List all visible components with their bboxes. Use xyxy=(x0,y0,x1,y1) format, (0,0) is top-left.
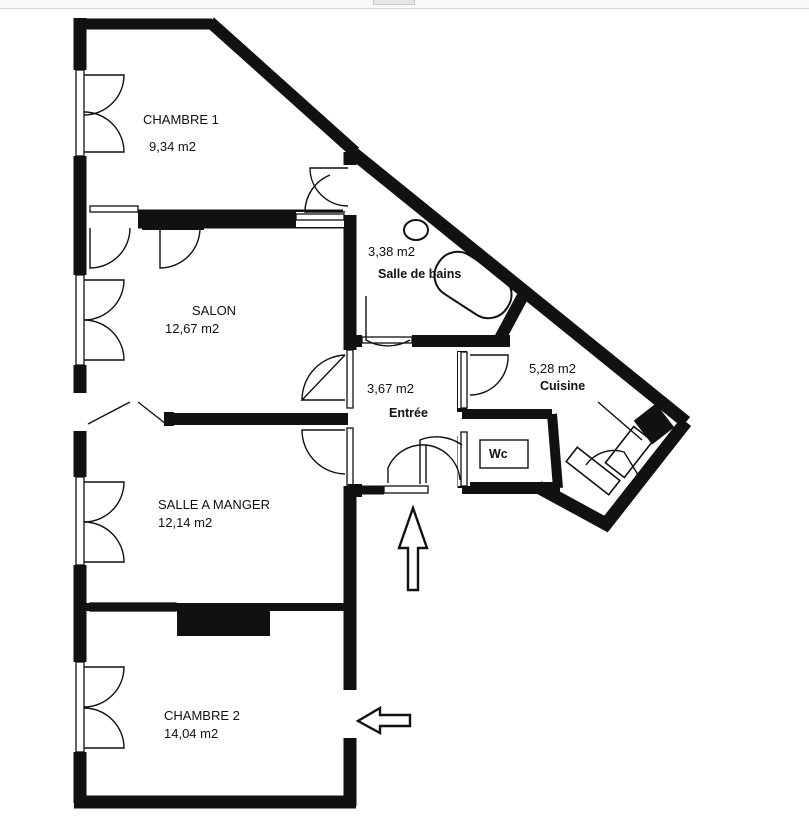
door-frame-c1 xyxy=(295,213,345,221)
outer-wall-diagonal-lower xyxy=(347,146,691,428)
washbasin xyxy=(403,219,429,241)
outer-wall-kitchen-tip xyxy=(534,417,692,533)
door-gap-cuisine xyxy=(458,352,470,408)
room-area-salon: 12,67 m2 xyxy=(165,321,220,336)
kitchen-diagonal-line xyxy=(597,401,643,441)
room-name-chambre1: CHAMBRE 1 xyxy=(143,112,219,127)
opening-salon-sam xyxy=(72,393,89,431)
door-swing-sam-w1 xyxy=(83,481,125,523)
door-gap-c1-salon xyxy=(90,203,138,236)
door-swing-c2-w2 xyxy=(83,707,125,749)
door-swing-c1-small xyxy=(304,174,345,213)
room-name-cuisine: Cuisine xyxy=(540,379,586,393)
room-area-chambre1: 9,34 m2 xyxy=(149,139,196,154)
wall-wc-right xyxy=(547,413,563,489)
window-top-bar xyxy=(0,0,809,9)
chimney-chambre2 xyxy=(177,606,270,636)
door-swing-wc xyxy=(419,436,463,484)
room-name-sdb: Salle de bains xyxy=(378,267,462,281)
cuisine-appliance xyxy=(633,403,675,445)
room-area-sam: 12,14 m2 xyxy=(158,515,213,530)
side-arrow-icon xyxy=(355,705,412,736)
sam-chambre2-opening xyxy=(89,602,177,612)
kitchen-sink xyxy=(604,425,654,479)
door-gap-c1-right xyxy=(343,165,357,215)
window-tab[interactable] xyxy=(373,0,415,5)
sam-left-door-swing xyxy=(87,401,167,425)
door-swing-salon-entree xyxy=(300,354,346,401)
room-area-sdb: 3,38 m2 xyxy=(368,244,415,259)
door-frame-sdb xyxy=(361,336,413,344)
door-swing-entree-2 xyxy=(425,444,461,483)
room-name-wc: Wc xyxy=(489,447,508,461)
door-swing-sam-entree xyxy=(301,429,346,475)
chimney-salon xyxy=(142,210,204,230)
door-gap-salon xyxy=(343,350,357,408)
window-frame-c1 xyxy=(75,69,85,157)
wc-box xyxy=(479,439,529,469)
door-gap-sam xyxy=(343,428,357,486)
door-swing-sdb xyxy=(365,296,411,347)
room-name-chambre2: CHAMBRE 2 xyxy=(164,708,240,723)
room-area-entree: 3,67 m2 xyxy=(367,381,414,396)
room-area-chambre2: 14,04 m2 xyxy=(164,726,219,741)
door-swing-salon-w1 xyxy=(83,279,125,321)
window-frame-sam xyxy=(75,476,85,566)
door-frame-wc xyxy=(460,431,468,487)
wall-sdb-cuisine xyxy=(491,289,531,347)
entree-door-frame xyxy=(383,485,429,494)
wc-wall-cap xyxy=(348,484,362,497)
bathtub xyxy=(433,250,513,320)
partition-stub-salon xyxy=(164,412,174,426)
window-gap-sam xyxy=(72,477,89,565)
room-area-cuisine: 5,28 m2 xyxy=(529,361,576,376)
room-name-salon: SALON xyxy=(192,303,237,318)
door-swing-c2-w1 xyxy=(83,666,125,708)
door-frame-cuisine xyxy=(460,351,468,409)
door-swing-cuisine xyxy=(469,354,509,396)
door-swing-c1-right xyxy=(309,167,349,207)
entry-arrow-icon xyxy=(397,504,429,592)
door-frame-c1-salon xyxy=(89,205,139,213)
room-name-entree: Entrée xyxy=(389,406,428,420)
window-gap-c1 xyxy=(72,70,89,156)
door-swing-salon-small xyxy=(159,227,201,269)
door-swing-c1-salon xyxy=(89,227,131,269)
door-frame-salon xyxy=(346,349,354,409)
door-swing-sam-w2 xyxy=(83,521,125,563)
kitchen-counter xyxy=(565,446,621,496)
door-swing-salon-w2 xyxy=(83,319,125,361)
cuisine-door-swing xyxy=(585,449,641,479)
door-swing-c1-w1 xyxy=(83,74,125,116)
door-swing-c1-w2 xyxy=(83,111,125,153)
outer-wall-diagonal-upper xyxy=(205,17,360,157)
room-name-sam: SALLE A MANGER xyxy=(158,497,270,512)
opening-chambre2 xyxy=(343,690,357,738)
